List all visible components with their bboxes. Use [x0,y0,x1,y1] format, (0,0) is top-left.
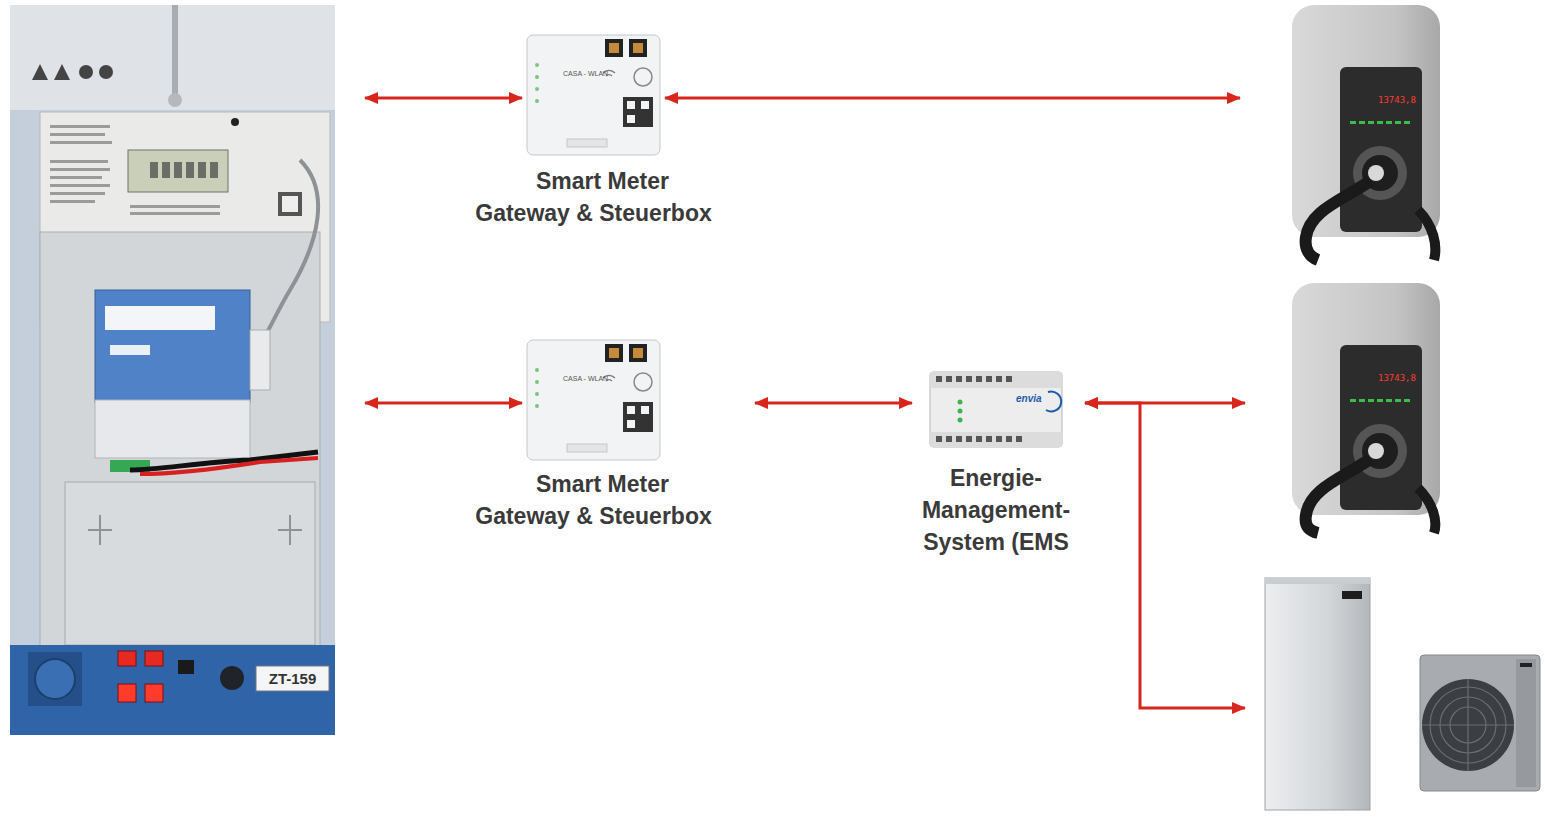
device-label: ZT-159 [256,666,329,691]
gateway-box: CASA - WLANSmart Meter Gateway & Steuerb… [527,35,660,155]
gateway-device [527,35,660,155]
wallbox [1292,283,1440,533]
wallbox-node: 13743,8 [1248,5,1448,260]
ems-box: enviaEnergie- Management- System (EMS [930,372,1062,447]
double-arrow [365,402,522,405]
gateway-box: CASA - WLANSmart Meter Gateway & Steuerb… [527,340,660,460]
node-label: Smart Meter Gateway & Steuerbox [473,165,715,229]
double-arrow [1085,403,1245,708]
meter-cabinet [10,5,335,735]
node-label: Smart Meter Gateway & Steuerbox [473,468,715,532]
device-print: CASA - WLAN [563,69,608,78]
wallbox-node: 13743,8 [1248,283,1448,535]
ems-device [930,372,1062,447]
heat-pump [1265,578,1540,810]
double-arrow [755,402,912,405]
double-arrow [365,97,522,100]
device-print: CASA - WLAN [563,374,608,383]
wallbox [1292,5,1440,260]
logo-text: envia [1016,393,1042,405]
display-reading: 13743,8 [1378,95,1416,106]
node-label: Energie- Management- System (EMS [916,462,1076,558]
gateway-device [527,340,660,460]
display-reading: 13743,8 [1378,373,1416,384]
meter-cabinet: ZT-159 [10,5,335,735]
heat-pump-node [1248,575,1542,815]
double-arrow [665,97,1240,100]
